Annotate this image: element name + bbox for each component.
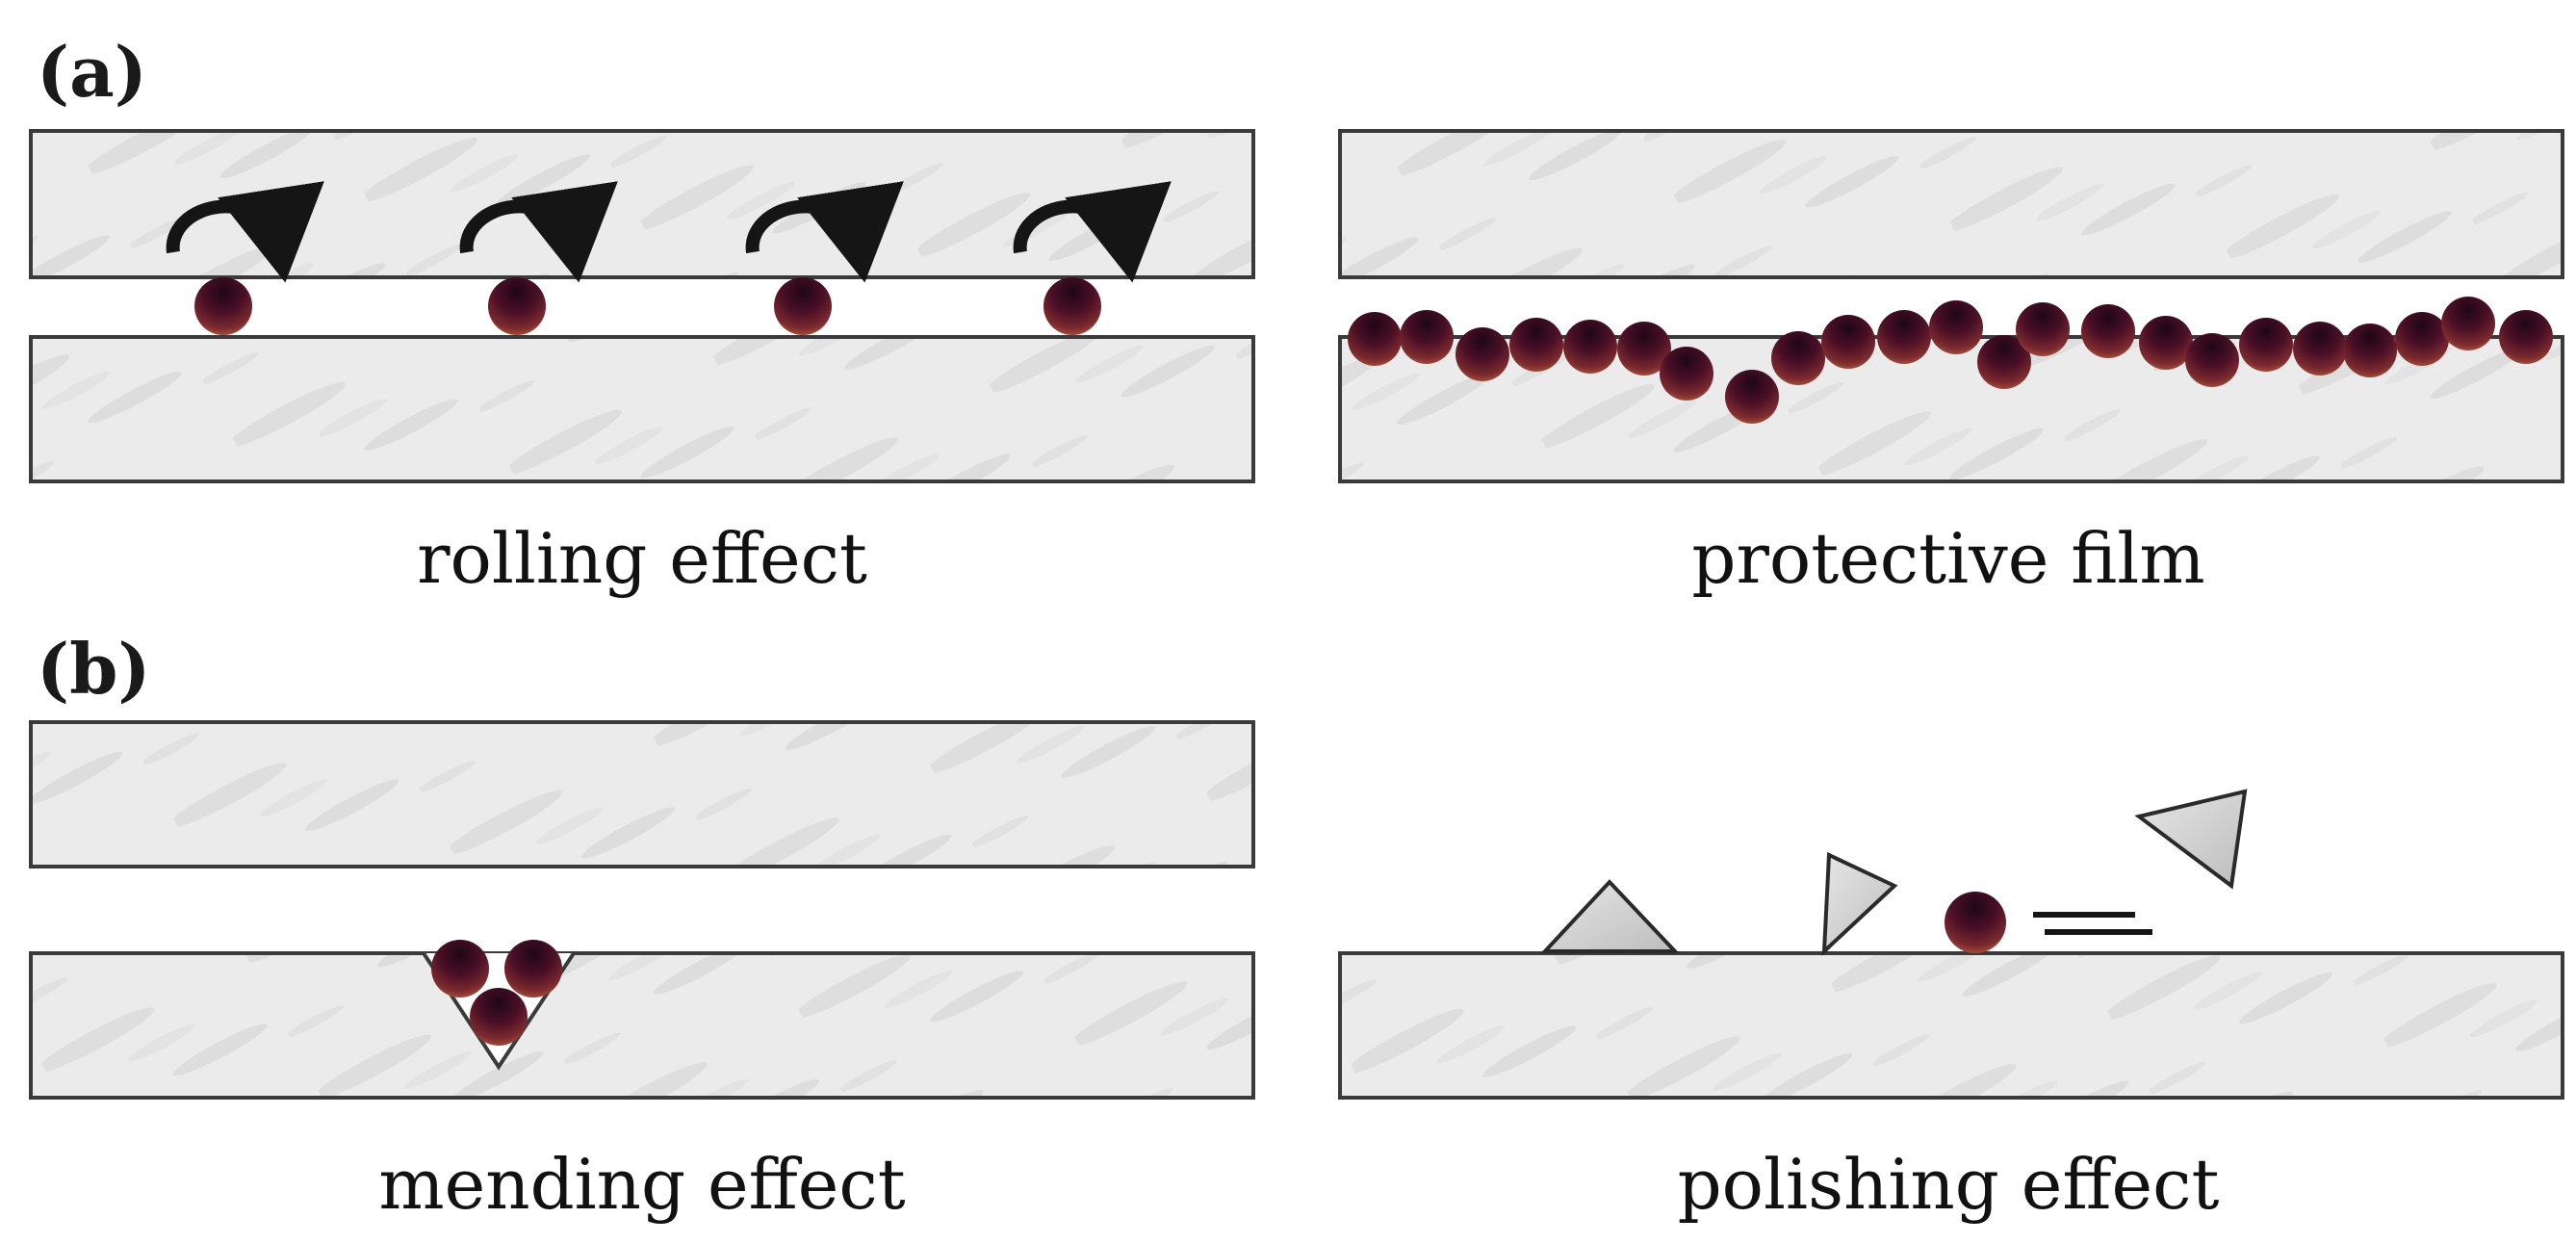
nanoparticle-icon bbox=[2441, 297, 2495, 350]
rotation-arrow-icon bbox=[459, 181, 618, 283]
rolling-effect-diagram: rolling effect bbox=[29, 129, 1255, 599]
caption-mending-effect: mending effect bbox=[378, 1144, 905, 1225]
protective-film-diagram: protective film bbox=[1338, 129, 2564, 599]
nanoparticle-icon bbox=[1617, 322, 1671, 376]
nanoparticle-icon bbox=[2343, 324, 2397, 377]
nanoparticle-icon bbox=[504, 940, 562, 998]
caption-protective-film: protective film bbox=[1691, 518, 2204, 599]
nanoparticle-icon bbox=[2239, 318, 2293, 372]
nanoparticle-icon bbox=[1455, 327, 1509, 381]
nanoparticle-icon bbox=[1945, 892, 2006, 953]
wear-debris-icon bbox=[1540, 879, 1680, 953]
rotation-arrow-icon bbox=[1013, 181, 1172, 283]
nanoparticle-icon bbox=[774, 277, 832, 335]
nanoparticle-icon bbox=[1509, 318, 1563, 372]
lower-plate bbox=[1338, 951, 2564, 1100]
nanoparticle-icon bbox=[2395, 312, 2449, 366]
nanoparticle-icon bbox=[1660, 347, 1713, 401]
wear-debris-icon bbox=[1821, 851, 1898, 956]
lower-plate bbox=[29, 335, 1255, 483]
nanoparticle-icon bbox=[1877, 310, 1931, 364]
nanoparticle-icon bbox=[1821, 315, 1875, 369]
nanoparticle-icon bbox=[2016, 302, 2070, 356]
rotation-arrow-icon bbox=[745, 181, 904, 283]
upper-plate bbox=[29, 720, 1255, 868]
mending-effect-diagram: mending effect bbox=[29, 720, 1255, 1225]
nanoparticle-icon bbox=[431, 940, 489, 998]
lower-plate bbox=[29, 951, 1255, 1100]
nanoparticle-icon bbox=[1929, 300, 1983, 354]
particle-film bbox=[1348, 297, 2553, 424]
nanoparticle-icon bbox=[1043, 277, 1101, 335]
panel-label-a: (a) bbox=[37, 31, 147, 113]
nanoparticle-icon bbox=[1977, 335, 2031, 389]
wear-debris-icon bbox=[2134, 789, 2248, 890]
nanoparticle-icon bbox=[1563, 320, 1617, 374]
nanoparticle-icon bbox=[2081, 304, 2135, 358]
rotation-arrow-icon bbox=[166, 181, 324, 283]
caption-rolling-effect: rolling effect bbox=[417, 518, 867, 599]
nanoparticle-icon bbox=[194, 277, 252, 335]
nanoparticle-icon bbox=[1348, 312, 1402, 366]
nanoparticle-icon bbox=[488, 277, 546, 335]
nanoparticle-icon bbox=[2139, 316, 2193, 370]
polishing-effect-diagram: polishing effect bbox=[1338, 789, 2564, 1225]
nanoparticle-icon bbox=[1725, 370, 1779, 424]
nanoparticle-icon bbox=[2499, 310, 2553, 364]
nanoparticle-icon bbox=[470, 988, 528, 1046]
upper-plate bbox=[1338, 129, 2564, 279]
panel-label-b: (b) bbox=[37, 628, 150, 710]
nanoparticle-icon bbox=[2293, 322, 2347, 376]
caption-polishing-effect: polishing effect bbox=[1678, 1144, 2220, 1225]
nanoparticle-icon bbox=[1400, 310, 1454, 364]
nanoparticle-icon bbox=[1771, 331, 1825, 385]
nanoparticle-icon bbox=[2185, 333, 2239, 387]
